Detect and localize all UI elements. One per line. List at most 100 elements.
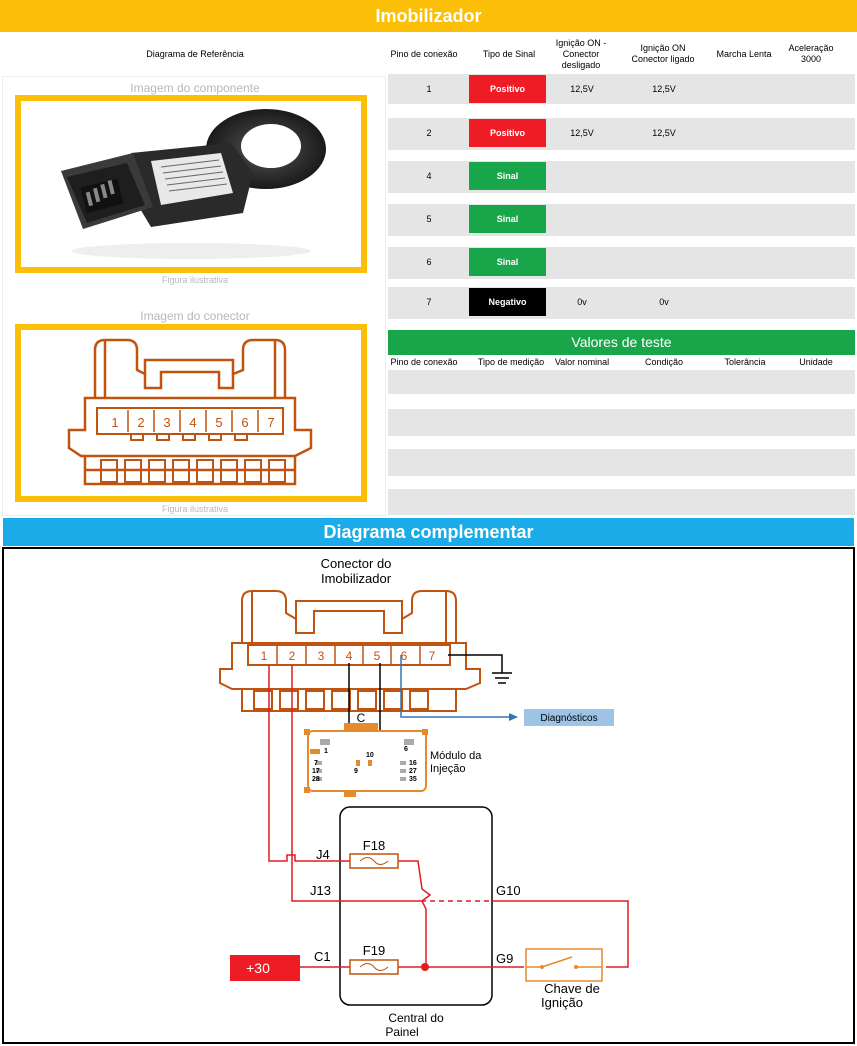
header-reference: Diagrama de Referência <box>146 48 244 59</box>
ign-on-value: 12,5V <box>652 84 676 94</box>
component-caption: Imagem do componente <box>130 81 260 95</box>
pin-row <box>388 74 855 104</box>
component-image-frame <box>15 95 367 273</box>
figure-note-connector: Figura ilustrativa <box>161 504 229 514</box>
signal-type-badge: Sinal <box>469 248 546 276</box>
complementary-title: Diagrama complementar <box>3 518 854 546</box>
switch-label-line1: Chave de <box>544 981 600 996</box>
test-row <box>388 370 855 394</box>
header-idle: Marcha Lenta <box>716 48 772 59</box>
panel-fuse-box <box>339 806 493 1006</box>
terminal-g10: G10 <box>496 883 521 898</box>
pin-row <box>388 247 855 279</box>
pin-row <box>388 287 855 319</box>
pin-label: 2 <box>137 415 144 430</box>
header-signal: Tipo de Sinal <box>482 48 536 59</box>
panel-label-line1: Central do <box>388 1011 444 1025</box>
header-ign-off: Ignição ON - Conector desligado <box>555 37 607 70</box>
pin-label: 3 <box>163 415 170 430</box>
signal-type-badge: Positivo <box>469 75 546 103</box>
test-header-measurement: Tipo de medição <box>477 357 545 367</box>
test-row <box>388 489 855 515</box>
diagram-pin-label: 2 <box>289 649 296 663</box>
ign-on-value: 12,5V <box>652 128 676 138</box>
connector-pin-labels: 1 2 3 4 5 6 7 <box>111 415 274 430</box>
fuse-f18: F18 <box>349 838 399 869</box>
diagram-pin-label: 3 <box>318 649 325 663</box>
module-pin: 7 <box>314 760 318 767</box>
pin-label: 5 <box>215 415 222 430</box>
fuse-f19: F19 <box>349 943 399 975</box>
diagnostics-wire <box>400 655 509 718</box>
pin-label: 4 <box>189 415 196 430</box>
connector-caption: Imagem do conector <box>140 309 250 323</box>
injection-module: C 1 7 17 28 6 16 27 35 9 10 Módulo da In… <box>304 711 482 797</box>
pin-row <box>388 204 855 236</box>
ign-on-value: 0v <box>659 297 669 307</box>
diagram-pin-label: 7 <box>429 649 436 663</box>
header-pin: Pino de conexão <box>390 48 458 59</box>
diagram-pin-label: 6 <box>401 649 408 663</box>
diagram-pin-label: 5 <box>374 649 381 663</box>
test-values-title: Valores de teste <box>388 330 855 355</box>
module-pin: 1 <box>324 748 328 755</box>
diagnostics-box <box>524 709 614 726</box>
terminal-j13: J13 <box>310 883 331 898</box>
connector-image-frame: 1 2 3 4 5 6 7 <box>15 324 367 502</box>
diagnostics-label: Diagnósticos <box>540 713 597 724</box>
fuse-f18-label: F18 <box>363 838 385 853</box>
ground-symbol <box>448 654 512 684</box>
connector-title-line2: Imobilizador <box>321 571 392 586</box>
module-pin: 6 <box>404 746 408 753</box>
ignition-switch: Chave de Ignição <box>525 948 603 1010</box>
module-pin: 27 <box>409 768 417 775</box>
panel-label-line2: Painel <box>385 1025 418 1039</box>
connector-drawing: 1 2 3 4 5 6 7 <box>67 338 313 486</box>
pin-number: 4 <box>426 171 432 181</box>
pin-number: 1 <box>426 84 432 94</box>
ign-off-value: 0v <box>577 297 587 307</box>
test-header-nominal: Valor nominal <box>554 357 610 367</box>
header-ign-on: Ignição ON Conector ligado <box>631 43 695 64</box>
pin-label: 6 <box>241 415 248 430</box>
ign-off-value: 12,5V <box>570 84 594 94</box>
pin-number: 7 <box>426 297 432 307</box>
module-label-line2: Injeção <box>430 763 465 775</box>
reference-panel: Imagem do componente <box>2 76 386 516</box>
module-pin-9: 9 <box>354 768 358 775</box>
signal-type-badge: Negativo <box>469 288 546 316</box>
fuse-f19-label: F19 <box>363 943 385 958</box>
battery-plus30-label: +30 <box>246 960 270 976</box>
diagram-pin-label: 1 <box>261 649 268 663</box>
pin-number: 6 <box>426 257 432 267</box>
pin-row <box>388 118 855 150</box>
terminal-c1: C1 <box>314 949 331 964</box>
pin-label: 1 <box>111 415 118 430</box>
module-pin-10: 10 <box>366 752 374 759</box>
module-pin: 28 <box>312 776 320 783</box>
signal-type-badge: Positivo <box>469 119 546 147</box>
test-header-pin: Pino de conexão <box>390 357 458 367</box>
module-pin: 17 <box>312 768 320 775</box>
diagram-pin-label: 4 <box>346 649 353 663</box>
terminal-j4: J4 <box>316 847 330 862</box>
page-title: Imobilizador <box>0 0 857 32</box>
test-header-condition: Condição <box>644 357 684 367</box>
test-row <box>388 409 855 436</box>
module-pin: 35 <box>409 776 417 783</box>
ign-off-value: 12,5V <box>570 128 594 138</box>
battery-plus30-box <box>230 955 300 981</box>
test-header-tolerance: Tolerância <box>724 357 766 367</box>
immobilizer-component-image <box>61 109 326 259</box>
module-pin: 16 <box>409 760 417 767</box>
wiring-diagram-svg: Conector do Imobilizador 1 2 3 4 5 6 <box>219 556 629 1039</box>
connector-title-line1: Conector do <box>321 556 392 571</box>
module-letter: C <box>357 711 366 725</box>
junction-dot <box>421 963 429 971</box>
test-header-unit: Unidade <box>799 357 833 367</box>
pin-label: 7 <box>267 415 274 430</box>
signal-type-badge: Sinal <box>469 162 546 190</box>
switch-label-line2: Ignição <box>541 995 583 1010</box>
wiring-diagram: Conector do Imobilizador 1 2 3 4 5 6 <box>2 547 855 1044</box>
diagnostics-arrow <box>509 713 518 721</box>
